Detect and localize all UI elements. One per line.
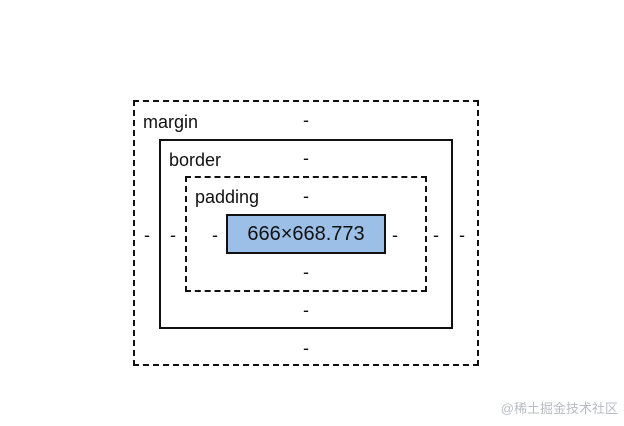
padding-left-value: - — [212, 225, 218, 245]
border-top-value: - — [303, 148, 309, 168]
border-bottom-value: - — [303, 300, 309, 320]
content-box: 666×668.773 — [226, 214, 386, 254]
margin-bottom-value: - — [303, 338, 309, 358]
margin-box — [133, 100, 479, 366]
padding-bottom-value: - — [303, 262, 309, 282]
border-left-value: - — [170, 225, 176, 245]
watermark-text: @稀土掘金技术社区 — [500, 401, 618, 416]
padding-top-value: - — [303, 186, 309, 206]
content-size-value: 666×668.773 — [247, 222, 365, 245]
margin-right-value: - — [459, 225, 465, 245]
border-right-value: - — [433, 225, 439, 245]
border-label: border — [169, 150, 222, 170]
border-box — [159, 139, 453, 329]
padding-right-value: - — [392, 225, 398, 245]
margin-label: margin — [143, 112, 199, 132]
padding-box — [185, 176, 427, 292]
margin-top-value: - — [303, 110, 309, 130]
margin-left-value: - — [144, 225, 150, 245]
padding-label: padding — [195, 187, 260, 207]
